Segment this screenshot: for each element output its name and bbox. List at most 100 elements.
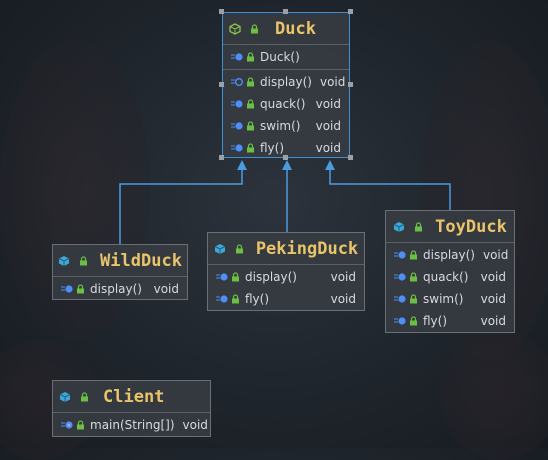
member-row[interactable]: quack() void [386, 266, 514, 288]
method-icon [216, 273, 228, 281]
member-name: swim() [260, 119, 301, 133]
method-icon [231, 100, 243, 108]
class-header-wildduck: WildDuck [53, 245, 187, 277]
member-name: display() [423, 248, 475, 262]
member-type: void [315, 97, 341, 111]
member-type: void [315, 119, 341, 133]
edge-toyduck-duck [329, 170, 451, 210]
lock-icon [247, 99, 254, 109]
member-name: quack() [260, 97, 306, 111]
class-header-client: Client [53, 381, 210, 413]
static-method-icon [61, 421, 73, 429]
member-name: display() [260, 75, 312, 89]
resize-handle-top-right[interactable] [348, 9, 353, 14]
class-icon [393, 221, 405, 232]
lock-icon [247, 121, 254, 131]
class-name-wildduck: WildDuck [100, 250, 182, 271]
class-icon [59, 391, 71, 402]
resize-handle-bottom-right[interactable] [348, 155, 353, 160]
method-icon [61, 285, 73, 293]
member-row[interactable]: fly() void [223, 137, 349, 159]
class-name-pekingduck: PekingDuck [255, 238, 359, 259]
edge-arrowhead-pekingduck [282, 160, 292, 170]
class-name-client: Client [103, 386, 165, 407]
class-icon [58, 255, 70, 266]
resize-handle-top-left[interactable] [219, 9, 224, 14]
resize-handle-mid-right[interactable] [348, 82, 353, 87]
method-icon [231, 53, 243, 61]
background-figure-bottom-right [440, 330, 548, 460]
member-type: void [482, 248, 509, 262]
method-icon [216, 295, 228, 303]
method-section-duck: display() void quack() void swim() void … [223, 70, 349, 160]
member-row[interactable]: fly() void [208, 288, 364, 310]
member-name: fly() [260, 141, 285, 155]
lock-icon [77, 284, 84, 294]
edge-wildduck-duck [119, 170, 243, 244]
member-row[interactable]: main(String[]) void [53, 414, 210, 436]
member-name: fly() [423, 314, 448, 328]
resize-handle-bottom-left[interactable] [219, 155, 224, 160]
lock-icon [247, 143, 254, 153]
member-row[interactable]: display() void [208, 266, 364, 288]
edge-arrowhead-wildduck [237, 160, 247, 170]
resize-handle-bottom-mid[interactable] [283, 155, 288, 160]
method-section-wildduck: display() void [53, 277, 187, 301]
lock-icon [410, 250, 417, 260]
lock-icon [235, 243, 243, 253]
abstract-class-icon [229, 22, 241, 35]
class-header-duck: Duck [223, 13, 349, 45]
member-row[interactable]: Duck() [223, 46, 349, 68]
class-node-toyduck[interactable]: ToyDuck display() void quack() void swim… [385, 210, 515, 333]
member-type: void [480, 292, 506, 306]
class-node-duck[interactable]: Duck Duck() display() void quack() void … [222, 12, 350, 158]
member-type: void [480, 270, 506, 284]
class-name-toyduck: ToyDuck [435, 216, 507, 237]
lock-icon [410, 294, 417, 304]
member-row[interactable]: fly() void [386, 310, 514, 332]
edge-arrowhead-toyduck [325, 160, 335, 170]
class-header-pekingduck: PekingDuck [208, 233, 364, 265]
class-node-client[interactable]: Client main(String[]) void [52, 380, 211, 437]
member-row[interactable]: swim() void [223, 115, 349, 137]
lock-icon [81, 391, 88, 401]
member-type: void [315, 141, 341, 155]
lock-icon [247, 77, 254, 87]
class-node-pekingduck[interactable]: PekingDuck display() void fly() void [207, 232, 365, 311]
member-type: void [153, 282, 179, 296]
member-name: fly() [245, 292, 270, 306]
class-node-wildduck[interactable]: WildDuck display() void [52, 244, 188, 300]
member-row[interactable]: display() void [223, 71, 349, 93]
method-icon [394, 273, 406, 281]
member-name: display() [90, 282, 142, 296]
member-row[interactable]: quack() void [223, 93, 349, 115]
lock-icon [415, 221, 423, 231]
member-type: void [182, 418, 208, 432]
member-type: void [480, 314, 506, 328]
member-type: void [319, 75, 346, 89]
method-icon [231, 144, 243, 152]
constructor-section-duck: Duck() [223, 45, 349, 70]
lock-icon [251, 23, 258, 33]
lock-icon [80, 255, 88, 265]
class-icon [214, 243, 226, 254]
method-section-toyduck: display() void quack() void swim() void … [386, 243, 514, 333]
resize-handle-top-mid[interactable] [283, 9, 288, 14]
class-name-duck: Duck [275, 18, 316, 39]
member-name: main(String[]) [90, 418, 175, 432]
inheritance-edges [119, 160, 451, 244]
member-row[interactable]: display() void [53, 278, 187, 300]
member-name: Duck() [260, 50, 300, 64]
resize-handle-mid-left[interactable] [219, 82, 224, 87]
abstract-method-icon [231, 78, 243, 86]
method-section-pekingduck: display() void fly() void [208, 265, 364, 311]
member-type: void [330, 292, 356, 306]
member-row[interactable]: swim() void [386, 288, 514, 310]
member-row[interactable]: display() void [386, 244, 514, 266]
member-name: quack() [423, 270, 469, 284]
member-type: void [330, 270, 356, 284]
method-icon [394, 317, 406, 325]
lock-icon [232, 272, 239, 282]
lock-icon [232, 294, 239, 304]
lock-icon [247, 52, 254, 62]
